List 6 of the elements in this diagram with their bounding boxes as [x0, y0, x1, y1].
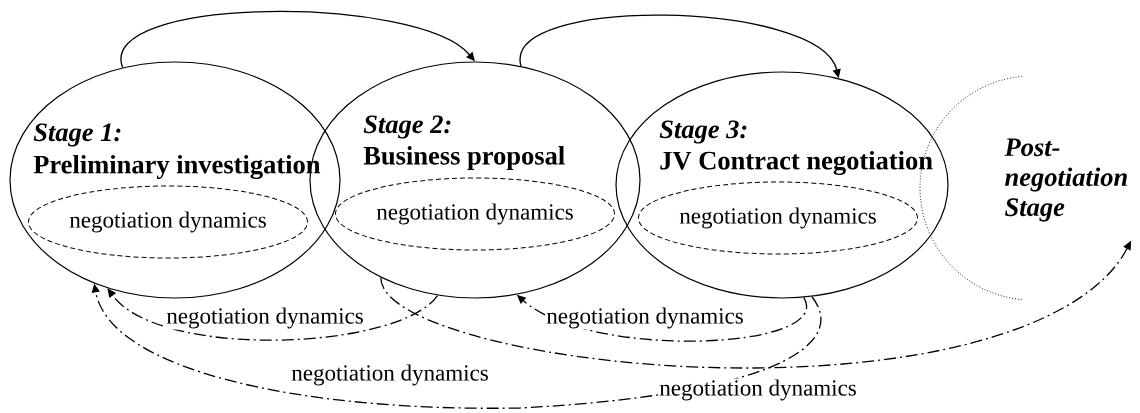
edge-label: negotiation dynamics — [290, 363, 490, 387]
arrow — [107, 288, 439, 341]
edge-label: negotiation dynamics — [165, 306, 365, 330]
arrow — [121, 10, 475, 69]
edge-label: negotiation dynamics — [658, 378, 858, 402]
edge-label: negotiation dynamics — [545, 306, 745, 330]
